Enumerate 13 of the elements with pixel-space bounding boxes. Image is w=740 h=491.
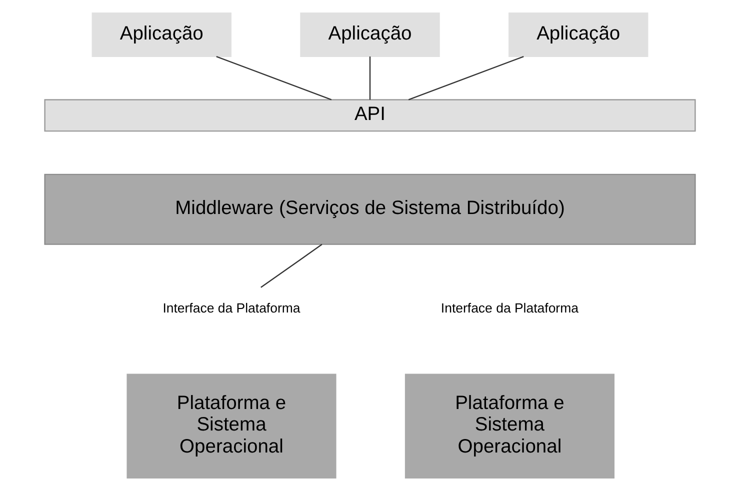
node-box: Plataforma e Sistema Operacional: [126, 374, 336, 479]
connector: [408, 56, 524, 100]
connector: [216, 56, 332, 100]
connector: [369, 56, 371, 100]
node-box: Aplicação: [508, 12, 648, 58]
node-text: Interface da Plataforma: [162, 300, 300, 316]
node-box: Plataforma e Sistema Operacional: [404, 374, 614, 479]
node-box: Aplicação: [92, 12, 232, 58]
label: Interface da Plataforma: [440, 300, 578, 316]
connector: [260, 244, 322, 288]
node-box: Aplicação: [300, 12, 440, 58]
node-box: Middleware (Serviços de Sistema Distribuído): [44, 174, 696, 245]
node-box: API: [44, 99, 696, 132]
